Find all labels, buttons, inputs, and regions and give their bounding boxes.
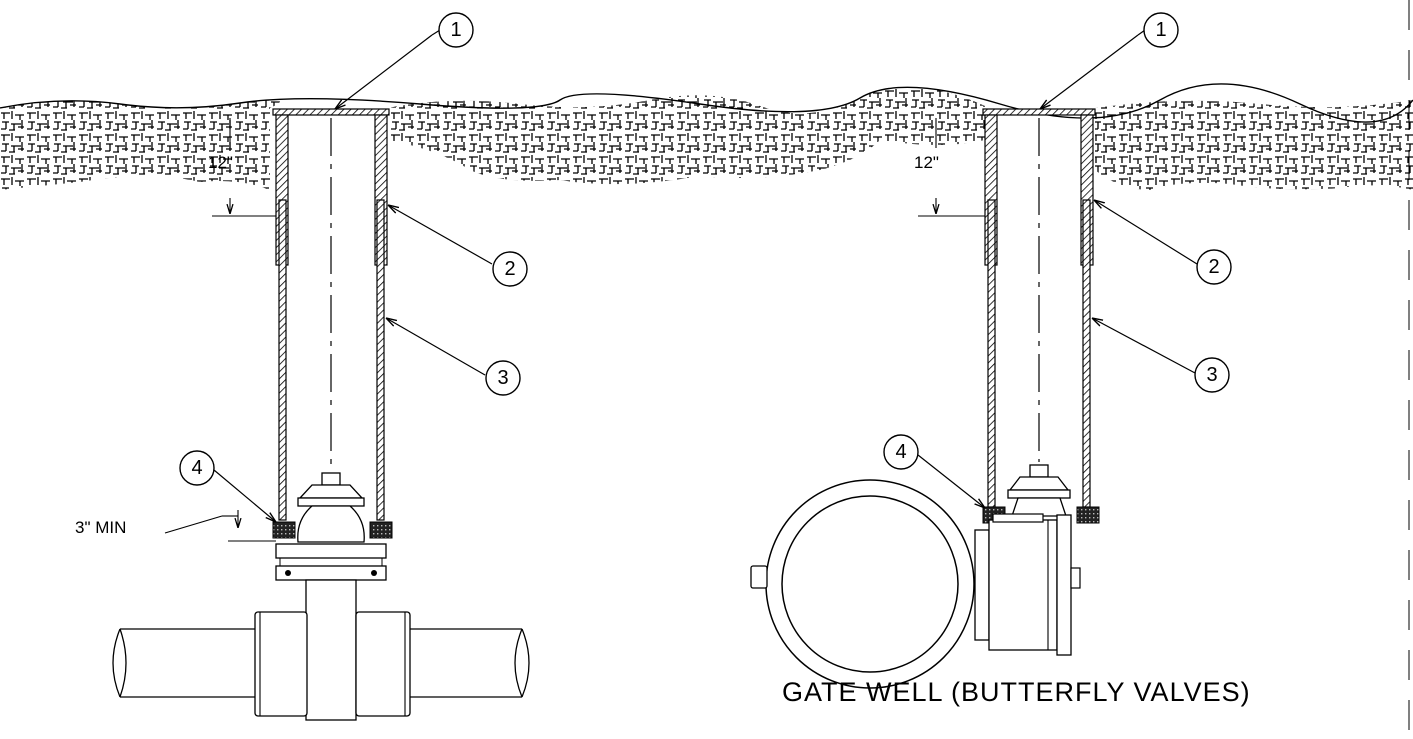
callout-3: 3 bbox=[485, 360, 521, 396]
right-gate-well: 1 2 3 4 12" bbox=[750, 12, 1232, 689]
gasket-right bbox=[1076, 506, 1100, 524]
leader-3 bbox=[1092, 318, 1196, 374]
valve-bonnet-top bbox=[298, 484, 364, 499]
valve-box-cover bbox=[272, 108, 390, 116]
soil-band bbox=[0, 83, 1413, 190]
ground-surface-line bbox=[0, 83, 1413, 123]
flange-bolt bbox=[285, 570, 291, 576]
operating-nut bbox=[321, 472, 341, 486]
callout-3: 3 bbox=[1194, 357, 1230, 393]
cover-depth-dimension: 12" bbox=[914, 118, 985, 217]
callout-4: 4 bbox=[179, 450, 215, 486]
cover-depth-dimension: 12" bbox=[208, 118, 276, 217]
leader-1 bbox=[335, 34, 433, 109]
leader-2 bbox=[388, 205, 493, 265]
operating-nut bbox=[1029, 464, 1049, 478]
soil-hatching bbox=[1095, 100, 1413, 190]
svg-text:3: 3 bbox=[1206, 364, 1217, 386]
min-clearance-label: 3" MIN bbox=[75, 518, 126, 537]
riser-pipe-right-wall bbox=[376, 199, 385, 521]
gasket-left bbox=[272, 521, 296, 539]
svg-text:1: 1 bbox=[450, 19, 461, 41]
actuator-neck bbox=[1011, 497, 1067, 517]
callout-2: 2 bbox=[492, 251, 528, 287]
gasket-right bbox=[369, 521, 393, 539]
min-clearance-dimension: 3" MIN bbox=[75, 510, 276, 542]
riser-pipe-right-wall bbox=[1082, 199, 1091, 508]
valve-bonnet bbox=[297, 505, 365, 543]
riser-pipe-left-wall bbox=[278, 199, 287, 521]
valve-body bbox=[305, 579, 357, 721]
pipe-coupling-right bbox=[355, 611, 411, 717]
riser-pipe-left-wall bbox=[987, 199, 996, 508]
leader-3 bbox=[386, 318, 486, 376]
svg-text:4: 4 bbox=[191, 457, 202, 479]
gearbox-backplate bbox=[974, 529, 990, 641]
valve-flange-lower bbox=[275, 565, 387, 581]
svg-text:4: 4 bbox=[895, 441, 906, 463]
gearbox-mount bbox=[992, 513, 1044, 523]
gearbox-flange bbox=[1056, 514, 1072, 656]
cover-depth-label: 12" bbox=[208, 153, 233, 172]
gearbox-lug bbox=[1070, 567, 1081, 589]
main-pipe bbox=[112, 611, 530, 717]
callout-1: 1 bbox=[438, 12, 474, 48]
butterfly-valve-inner bbox=[781, 495, 959, 673]
flange-bolt bbox=[371, 570, 377, 576]
cover-depth-label: 12" bbox=[914, 153, 939, 172]
gearbox-body bbox=[988, 519, 1058, 651]
svg-text:2: 2 bbox=[1208, 256, 1219, 278]
pipe-coupling-left bbox=[254, 611, 308, 717]
leader-2 bbox=[1094, 200, 1198, 265]
callout-2: 2 bbox=[1196, 249, 1232, 285]
valve-box-cover bbox=[982, 108, 1096, 116]
valve-lug-left bbox=[750, 565, 768, 589]
callout-1: 1 bbox=[1143, 12, 1179, 48]
leader-4 bbox=[917, 454, 985, 508]
svg-text:2: 2 bbox=[504, 258, 515, 280]
svg-text:1: 1 bbox=[1155, 19, 1166, 41]
soil-hatching bbox=[388, 86, 985, 185]
drawing-caption: GATE WELL (BUTTERFLY VALVES) bbox=[782, 677, 1251, 707]
leader-4 bbox=[213, 469, 276, 522]
valve-bonnet-top bbox=[1008, 476, 1070, 491]
svg-text:3: 3 bbox=[497, 367, 508, 389]
soil-hatching bbox=[0, 99, 280, 190]
valve-flange-upper bbox=[275, 543, 387, 559]
valve-stem-flange bbox=[1007, 489, 1071, 499]
valve-stem-flange bbox=[297, 497, 365, 507]
leader-1 bbox=[1040, 34, 1139, 109]
callout-4: 4 bbox=[883, 434, 919, 470]
left-gate-well: 1 2 3 4 12" 3" MIN bbox=[75, 12, 530, 721]
